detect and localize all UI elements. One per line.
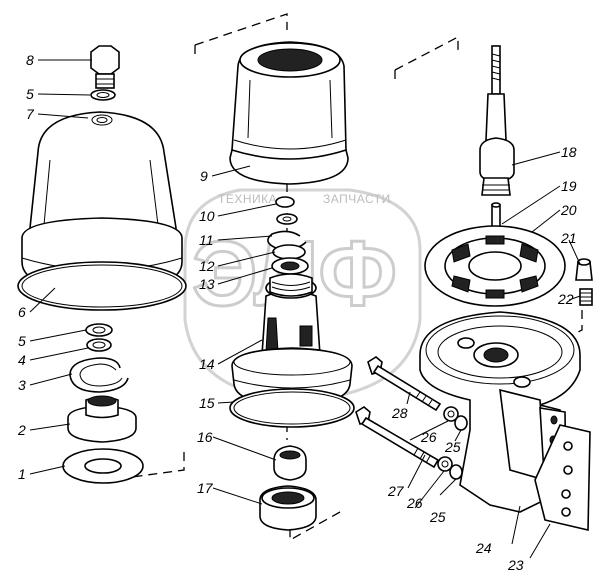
callout-11: 11 (199, 232, 214, 248)
part-23-gasket (534, 424, 591, 532)
part-15-oring (229, 388, 355, 428)
part-27-bolt (355, 406, 440, 469)
callout-14: 14 (199, 356, 215, 372)
part-26-washer-upper (443, 406, 459, 422)
part-28-bolt (367, 356, 442, 412)
part-13-bearing (271, 257, 309, 275)
leader-lines (29, 59, 581, 559)
callout-24: 24 (475, 540, 492, 556)
part-17-bushing (259, 485, 317, 531)
part-6-oring (17, 261, 187, 311)
part-4-ring (86, 338, 112, 352)
part-12-ring (272, 244, 306, 260)
callout-5-top: 5 (26, 86, 34, 102)
part-21-plug (575, 258, 593, 281)
part-9-filter-housing (229, 41, 349, 185)
part-16-nozzle (273, 445, 307, 481)
part-26-washer-lower (437, 456, 453, 472)
callout-13: 13 (199, 276, 215, 292)
callout-28: 28 (391, 405, 408, 421)
part-2-nut (67, 395, 137, 443)
callout-9: 9 (200, 168, 208, 184)
callout-labels: 8 5 7 6 5 4 3 2 1 9 10 11 12 13 14 15 16… (17, 52, 577, 573)
part-10-washer-2 (276, 213, 298, 225)
part-8-bolt (90, 45, 120, 89)
part-25-lockwasher-upper (454, 415, 468, 431)
callout-19: 19 (561, 178, 577, 194)
callout-6: 6 (18, 304, 26, 320)
callout-8: 8 (26, 52, 34, 68)
callout-17: 17 (197, 480, 214, 496)
callout-15: 15 (199, 395, 215, 411)
callout-10: 10 (199, 208, 215, 224)
part-1-gasket (62, 448, 144, 484)
callout-5-lower: 5 (18, 333, 26, 349)
callout-12: 12 (199, 258, 215, 274)
callout-4: 4 (18, 352, 26, 368)
callout-26-lower: 26 (406, 495, 423, 511)
part-18-axle (479, 45, 515, 196)
watermark-text-left: ТЕХНИКА (218, 192, 277, 206)
part-5-washer-top (90, 89, 116, 101)
part-22-spring (579, 288, 593, 306)
callout-16: 16 (197, 429, 213, 445)
part-25-lockwasher-lower (449, 464, 463, 480)
callout-22: 22 (557, 291, 574, 307)
part-10-washer (275, 196, 295, 208)
callout-21: 21 (560, 230, 577, 246)
callout-7: 7 (26, 106, 35, 122)
callout-27: 27 (387, 483, 405, 499)
part-5-washer-lower (85, 323, 113, 337)
callout-23: 23 (507, 557, 524, 573)
callout-25-lower: 25 (429, 509, 446, 525)
callout-2: 2 (17, 422, 26, 438)
watermark-text-right: ЗАПЧАСТИ (323, 192, 391, 206)
callout-20: 20 (560, 202, 577, 218)
part-3-snap-ring (69, 357, 129, 393)
callout-1: 1 (18, 466, 26, 482)
callout-26-upper: 26 (420, 429, 437, 445)
callout-25-upper: 25 (444, 439, 461, 455)
part-20-cover-plate (424, 225, 566, 307)
callout-3: 3 (18, 377, 26, 393)
callout-18: 18 (561, 144, 577, 160)
